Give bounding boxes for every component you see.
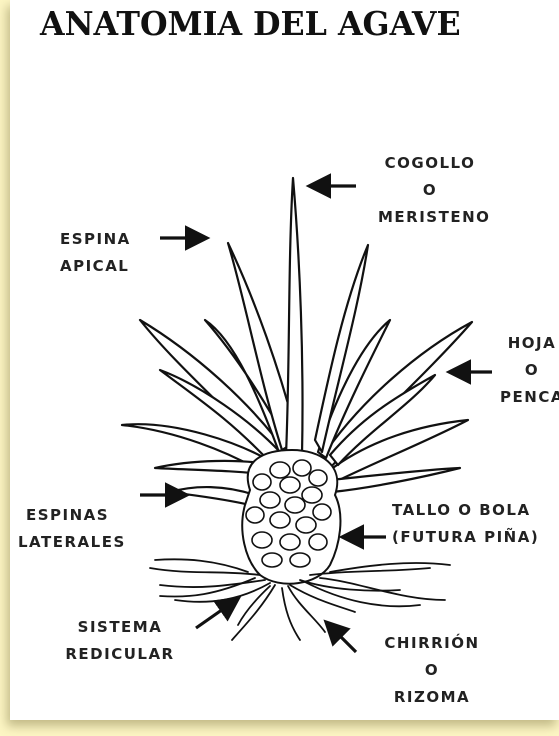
label-hoja: HOJAOPENCA: [492, 330, 559, 411]
pointer-arrows: [140, 186, 492, 652]
label-espinas-laterales: ESPINASLATERALES: [18, 502, 126, 556]
label-tallo: TALLO O BOLA(FUTURA PIÑA): [392, 497, 539, 551]
label-sistema: SISTEMAREDICULAR: [56, 614, 184, 668]
label-espina-apical: ESPINAAPICAL: [60, 226, 131, 280]
leaf: [286, 178, 303, 455]
label-chirrion: CHIRRIÓNORIZOMA: [380, 630, 484, 711]
label-cogollo: COGOLLOOMERISTENO: [378, 150, 482, 231]
